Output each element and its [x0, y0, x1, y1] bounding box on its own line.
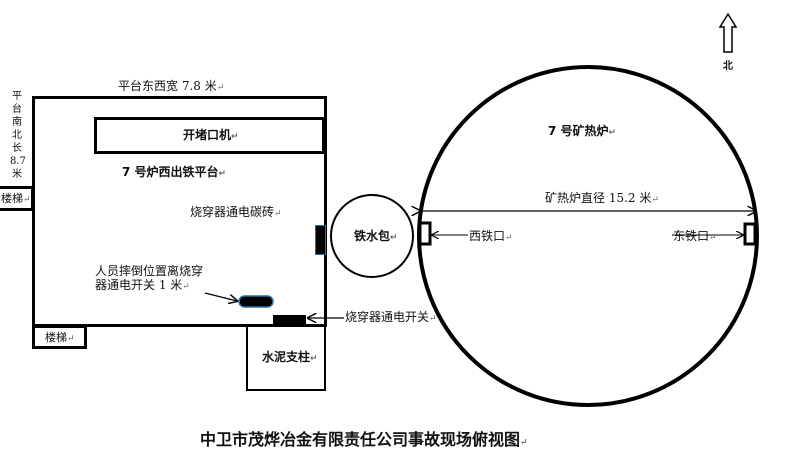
- switch-mark: [273, 315, 306, 325]
- stairs-bottom-box: [32, 325, 87, 349]
- stairs-bottom-label: 楼梯: [45, 331, 75, 346]
- west-taphole-mark: [418, 221, 432, 246]
- stairs-left-box: [0, 186, 34, 211]
- furnace-label: 7 号矿热炉: [548, 124, 616, 140]
- victim-arrow: [204, 292, 237, 301]
- length-char: 南: [12, 117, 22, 128]
- carbon-brick-mark: [315, 225, 326, 255]
- length-char: 米: [12, 169, 22, 180]
- platform-name: 7 号炉西出铁平台: [122, 165, 226, 181]
- north-label: 北: [723, 61, 733, 72]
- north-arrow-icon: [718, 12, 738, 53]
- length-char: 8.7: [10, 156, 26, 167]
- length-char: 台: [12, 104, 22, 115]
- length-char: 平: [12, 91, 22, 102]
- furnace-diameter-label: 矿热炉直径 15.2 米: [545, 191, 659, 207]
- length-char: 北: [12, 130, 22, 141]
- carbon-brick-label: 烧穿器通电碳砖: [190, 205, 282, 221]
- ladle-label: 铁水包: [354, 229, 398, 245]
- victim-note-line1: 人员摔倒位置离烧穿: [95, 264, 204, 278]
- platform-width-label: 平台东西宽 7.8 米: [118, 79, 224, 95]
- stairs-left-label: 楼梯: [1, 192, 31, 207]
- cement-column-label: 水泥支柱: [262, 350, 318, 366]
- victim-position-mark: [238, 295, 274, 308]
- east-taphole-mark: [743, 222, 757, 246]
- tapping-machine-label: 开堵口机: [183, 128, 239, 144]
- platform-length-label: 平 台 南 北 长 8.7 米: [10, 90, 26, 181]
- tapping-machine-box: [94, 117, 325, 154]
- length-char: 长: [12, 143, 22, 154]
- west-taphole-label: 西铁口: [469, 229, 513, 245]
- platform: [32, 96, 327, 327]
- victim-note-line2: 器通电开关 1 米: [95, 278, 190, 294]
- east-taphole-label: 东铁口: [673, 229, 717, 245]
- switch-label: 烧穿器通电开关: [345, 310, 437, 326]
- diagram-title: 中卫市茂烨冶金有限责任公司事故现场俯视图: [200, 430, 528, 451]
- cement-column-box: [246, 324, 326, 391]
- ladle-circle: [330, 194, 414, 278]
